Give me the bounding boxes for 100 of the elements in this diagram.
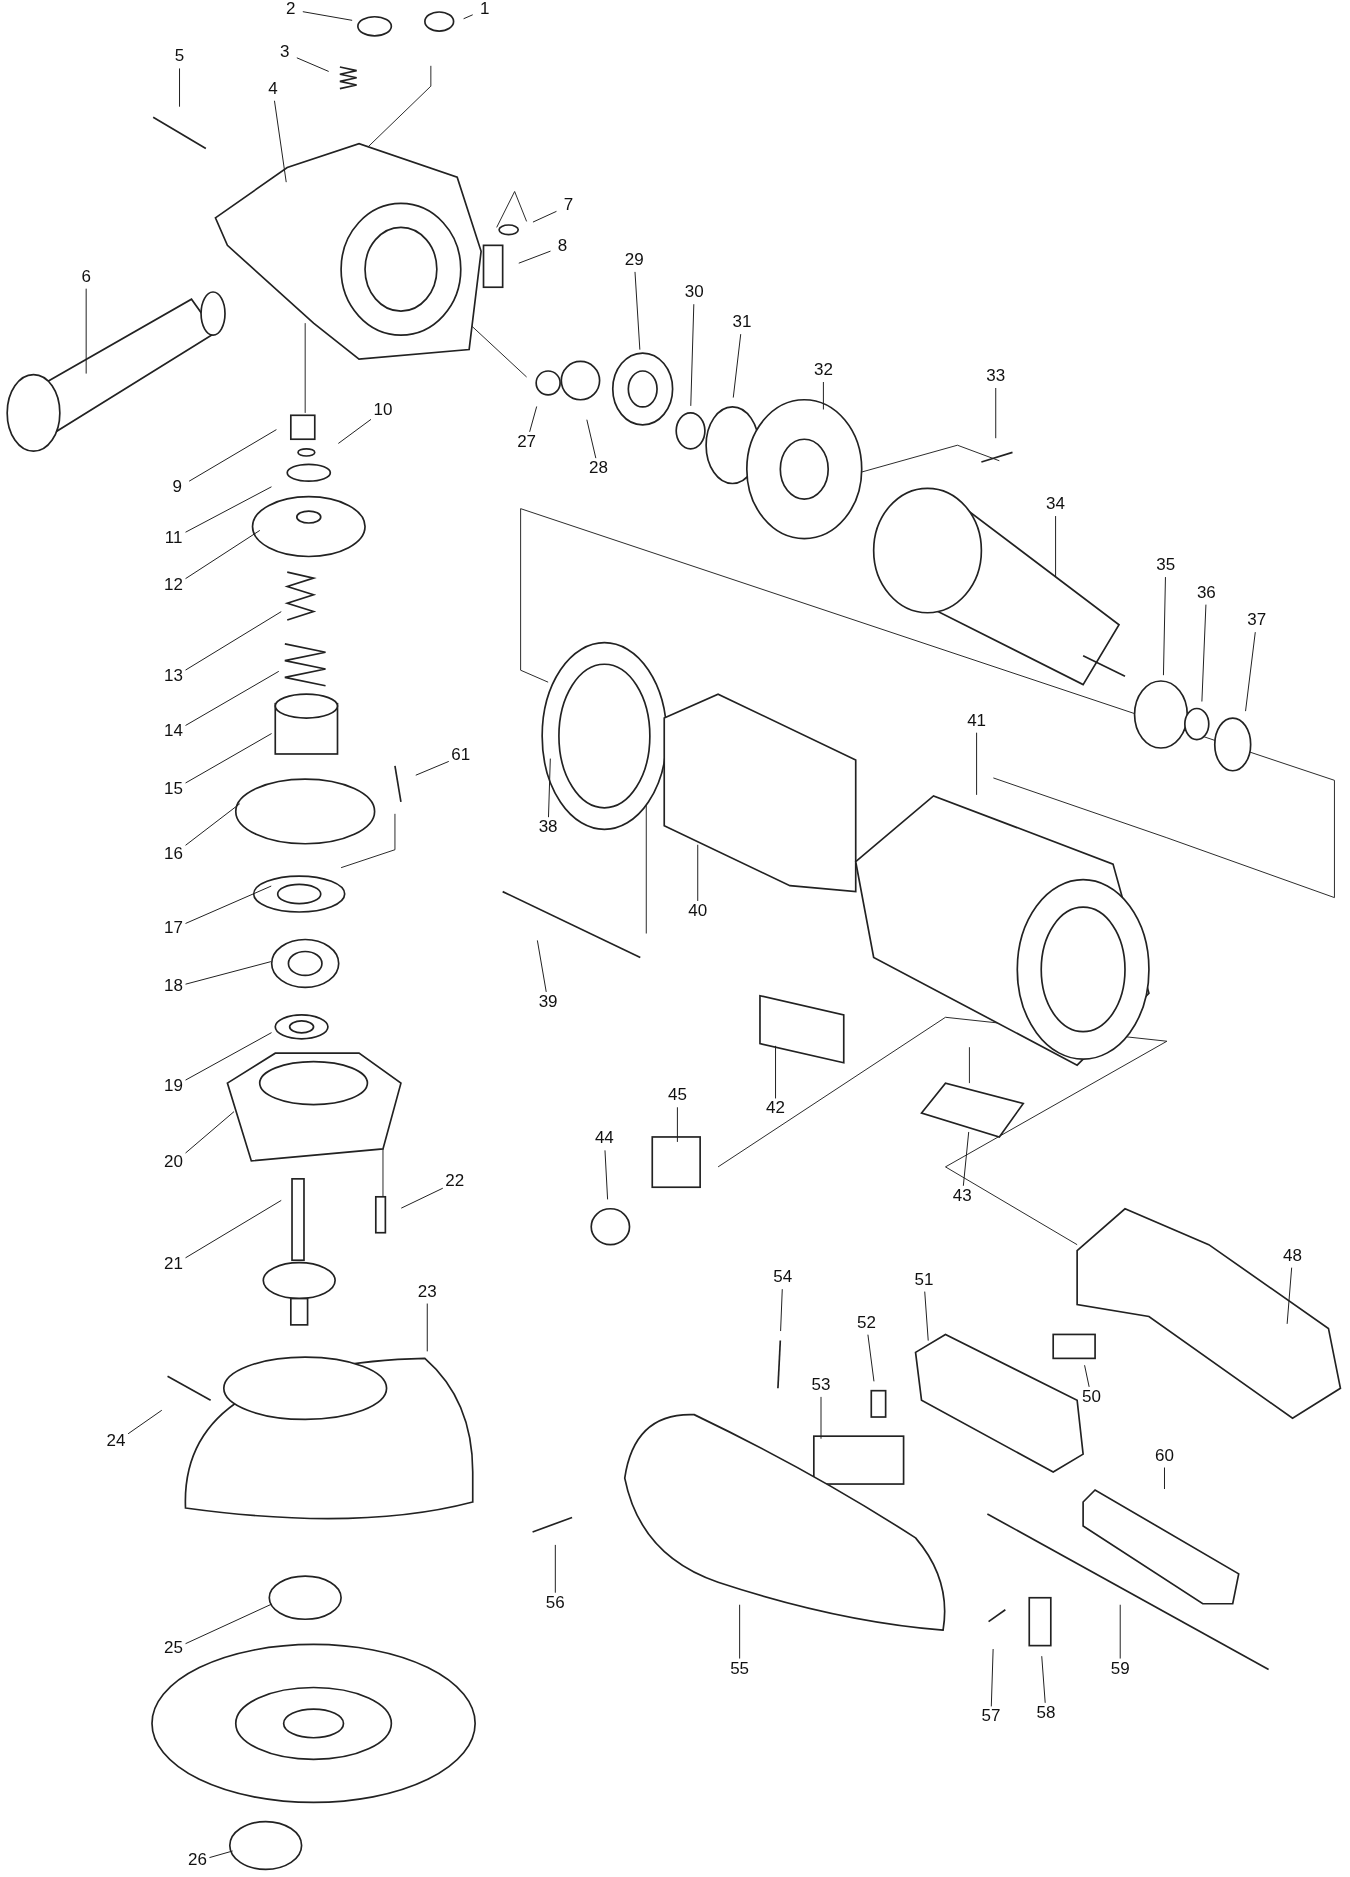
callout-number: 6: [70, 266, 103, 289]
callout-number: 25: [157, 1638, 190, 1661]
callout-number: 58: [1030, 1702, 1062, 1725]
callout-number: 19: [157, 1075, 190, 1098]
callout-number: 50: [1075, 1386, 1108, 1409]
callout-number: 41: [960, 710, 993, 733]
callout-number: 54: [766, 1267, 799, 1290]
leader-line: [822, 381, 824, 410]
callout-number: 4: [256, 78, 289, 101]
callout-number: 22: [438, 1171, 471, 1194]
callout-number: 8: [546, 235, 579, 258]
leader-line: [185, 803, 241, 846]
leader-line: [185, 1199, 282, 1259]
leader-line: [548, 758, 551, 818]
callout-number: 34: [1039, 494, 1072, 517]
leader-line: [634, 271, 641, 351]
leader-line: [732, 333, 742, 399]
leader-line: [185, 885, 272, 924]
leader-line: [586, 419, 597, 459]
callout-number: 40: [681, 900, 714, 923]
leader-line: [188, 429, 277, 482]
leader-line: [185, 1603, 272, 1645]
callout-number: 60: [1148, 1445, 1181, 1468]
leader-line: [990, 1648, 994, 1707]
leader-line: [302, 11, 353, 21]
leader-line: [780, 1288, 783, 1332]
leader-line: [1286, 1267, 1293, 1325]
callout-number: 7: [552, 194, 585, 217]
callout-number: 48: [1276, 1245, 1309, 1268]
leader-line: [820, 1396, 822, 1440]
callout-number: 33: [979, 366, 1012, 388]
leader-line: [1041, 1655, 1046, 1704]
leader-line: [1162, 576, 1166, 676]
leader-line: [1201, 604, 1207, 702]
leader-line: [962, 1131, 970, 1187]
leader-line: [867, 1334, 875, 1382]
leader-line: [554, 1544, 556, 1594]
leader-line: [415, 760, 450, 776]
callout-number: 23: [411, 1281, 444, 1304]
callout-number: 42: [759, 1098, 792, 1121]
leader-line: [179, 67, 180, 108]
callout-number: 14: [157, 721, 190, 744]
leader-line: [273, 100, 287, 183]
leader-line: [529, 406, 538, 433]
callout-number: 53: [805, 1374, 837, 1397]
leader-line: [924, 1291, 929, 1342]
callout-number: 30: [678, 282, 711, 305]
leader-line: [676, 1106, 678, 1143]
callout-number: 10: [366, 399, 399, 422]
leader-line: [185, 1111, 235, 1154]
leader-line: [1055, 515, 1057, 578]
leader-line: [185, 1032, 273, 1081]
leader-line: [1084, 1364, 1090, 1388]
leader-line: [185, 611, 282, 671]
leader-line: [463, 14, 474, 20]
callout-number: 32: [807, 360, 840, 382]
callout-number: 15: [157, 778, 190, 801]
leader-line: [532, 210, 557, 223]
callout-number: 52: [850, 1312, 883, 1335]
callout-number: 18: [157, 976, 190, 999]
callout-number: 21: [157, 1254, 190, 1276]
callout-number: 20: [157, 1152, 190, 1175]
leader-line: [697, 844, 699, 902]
callout-number: 3: [268, 41, 301, 64]
callout-number: 43: [946, 1185, 979, 1208]
leader-line: [1164, 1467, 1165, 1490]
callout-number: 55: [723, 1658, 756, 1681]
callout-number: 27: [510, 431, 543, 454]
callout-number: 9: [161, 477, 194, 500]
callout-number: 1: [468, 0, 501, 21]
leader-line: [185, 670, 280, 726]
callout-number: 26: [181, 1850, 214, 1873]
callout-number: 57: [974, 1706, 1007, 1729]
leader-line: [400, 1187, 444, 1209]
leader-line: [1119, 1604, 1121, 1660]
callout-number: 31: [726, 312, 758, 335]
leader-line: [976, 732, 978, 796]
callout-number: 39: [532, 991, 565, 1014]
callout-number: 17: [157, 917, 190, 940]
callout-number: 24: [100, 1431, 133, 1454]
leader-line: [185, 961, 272, 985]
callout-number: 5: [163, 46, 196, 69]
leader-line: [185, 486, 272, 533]
callout-number: 45: [661, 1085, 694, 1108]
leader-line: [536, 939, 547, 993]
leader-line: [604, 1149, 609, 1200]
leader-line: [518, 250, 551, 264]
leader-line: [426, 1303, 428, 1352]
leader-line: [995, 387, 997, 439]
callout-number: 13: [157, 666, 190, 689]
leader-line: [739, 1604, 741, 1660]
callout-number: 59: [1104, 1658, 1137, 1681]
callout-number: 37: [1240, 610, 1273, 633]
leader-line: [185, 733, 273, 784]
callout-number: 16: [157, 843, 190, 866]
callout-number: 38: [532, 817, 565, 840]
leader-line: [775, 1045, 777, 1099]
leader-line: [296, 57, 330, 72]
leader-line: [85, 288, 87, 375]
callout-number: 36: [1190, 582, 1223, 605]
